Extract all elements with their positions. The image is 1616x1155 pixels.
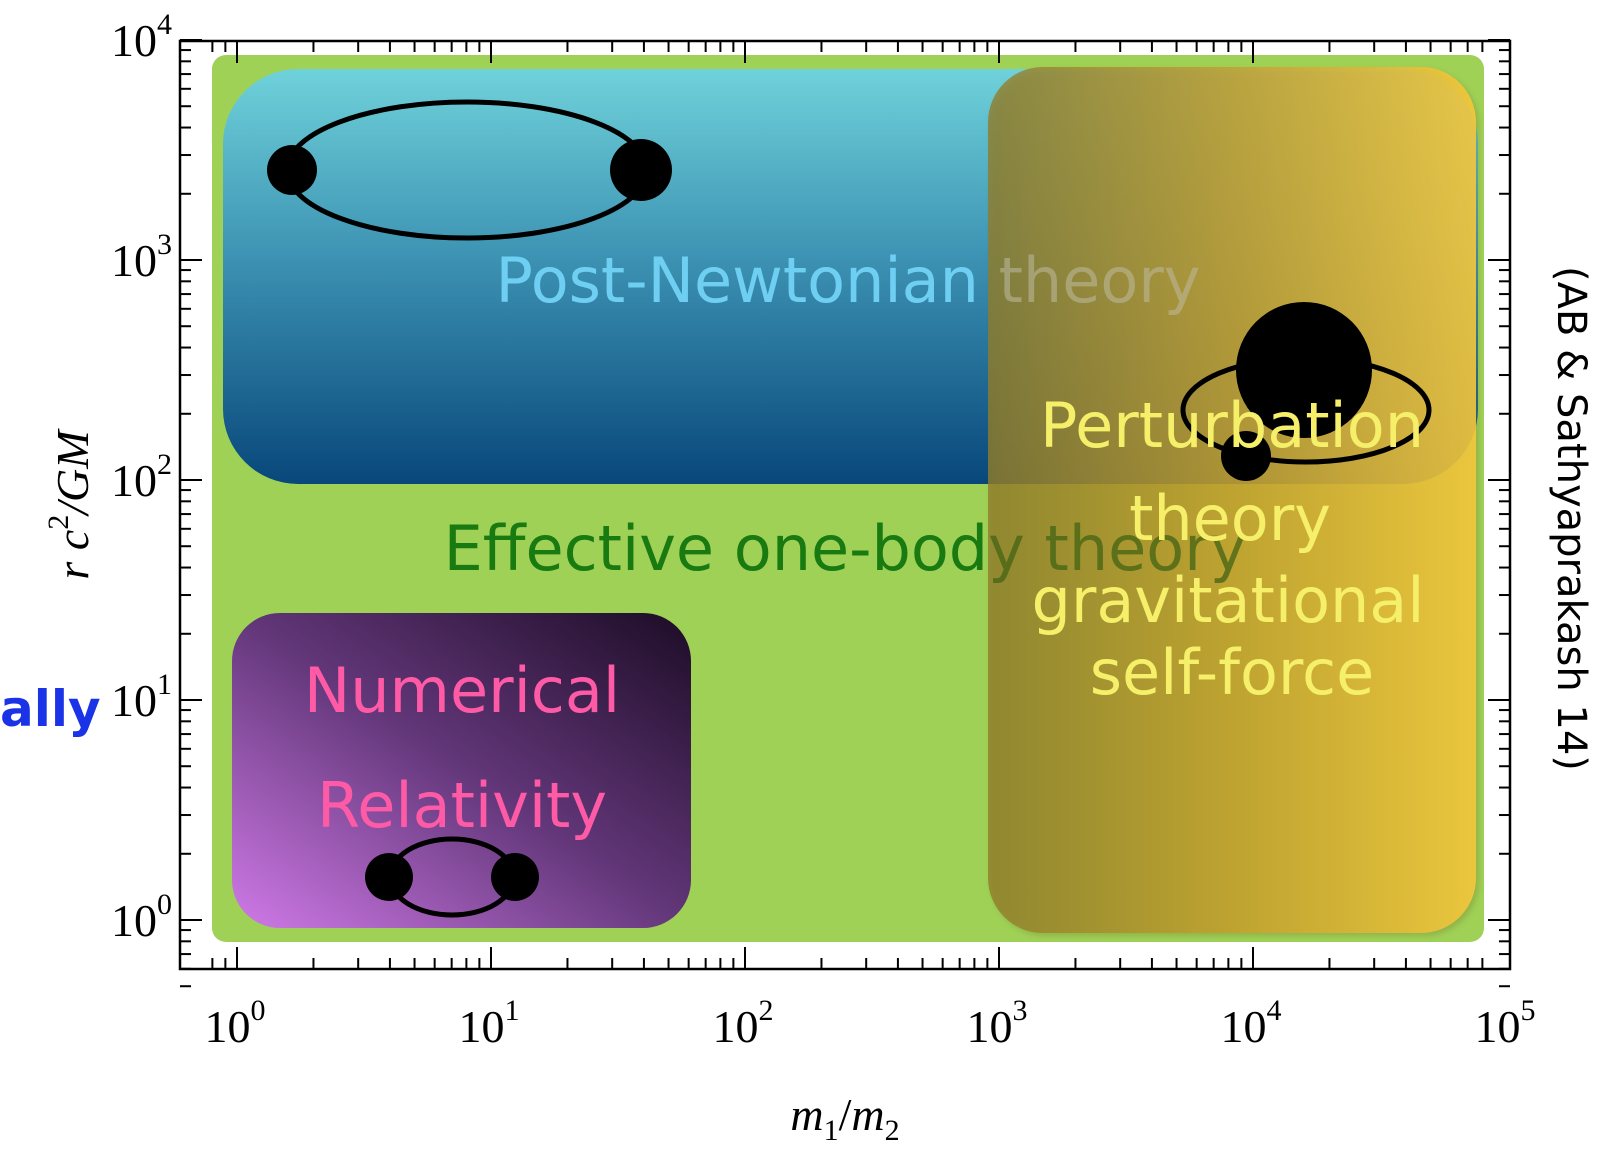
perturbation-label-line3: gravitational [1031,564,1424,637]
x-tick-label: 103 [967,994,1028,1052]
numerical-relativity-region [232,613,691,928]
numerical-relativity-label-line2: Relativity [317,769,607,842]
plot-frame [178,39,1512,971]
x-tick-label: 105 [1475,994,1536,1052]
perturbation-label-line2: theory [1129,482,1331,555]
emri-orbit-icon [1180,302,1432,481]
post-newtonian-faded-label: Post-Newtonian theory [496,244,1201,317]
perturbation-label-line4: self-force [1090,636,1375,709]
y-tick-label: 100 [111,888,172,946]
axis-tick-labels: 100 101 102 103 104 105 100 101 102 103 104 [111,8,1536,1052]
numerical-relativity-label-line1: Numerical [304,654,620,727]
x-axis-label: m1/m2 [790,1089,899,1147]
perturbation-label-line1: Perturbation [1040,389,1424,462]
perturbation-theory-region [988,67,1476,933]
citation-note: (AB & Sathyaprakash 14) [1548,266,1594,771]
cropped-left-text: ally [0,680,101,738]
y-tick-label: 103 [111,228,172,286]
y-tick-label: 104 [111,8,172,66]
axis-ticks [180,39,1510,988]
effective-one-body-faded-label: Effective one-body theory [444,512,1247,585]
binary-orbit-icon-small [365,836,539,918]
x-tick-label: 100 [205,994,266,1052]
x-tick-label: 101 [459,994,520,1052]
x-tick-label: 102 [713,994,774,1052]
x-tick-label: 104 [1221,994,1282,1052]
y-tick-label: 102 [111,448,172,506]
y-tick-label: 101 [111,668,172,726]
y-axis-label: r c2/GM [42,428,98,580]
binary-orbit-icon-large [267,99,672,241]
